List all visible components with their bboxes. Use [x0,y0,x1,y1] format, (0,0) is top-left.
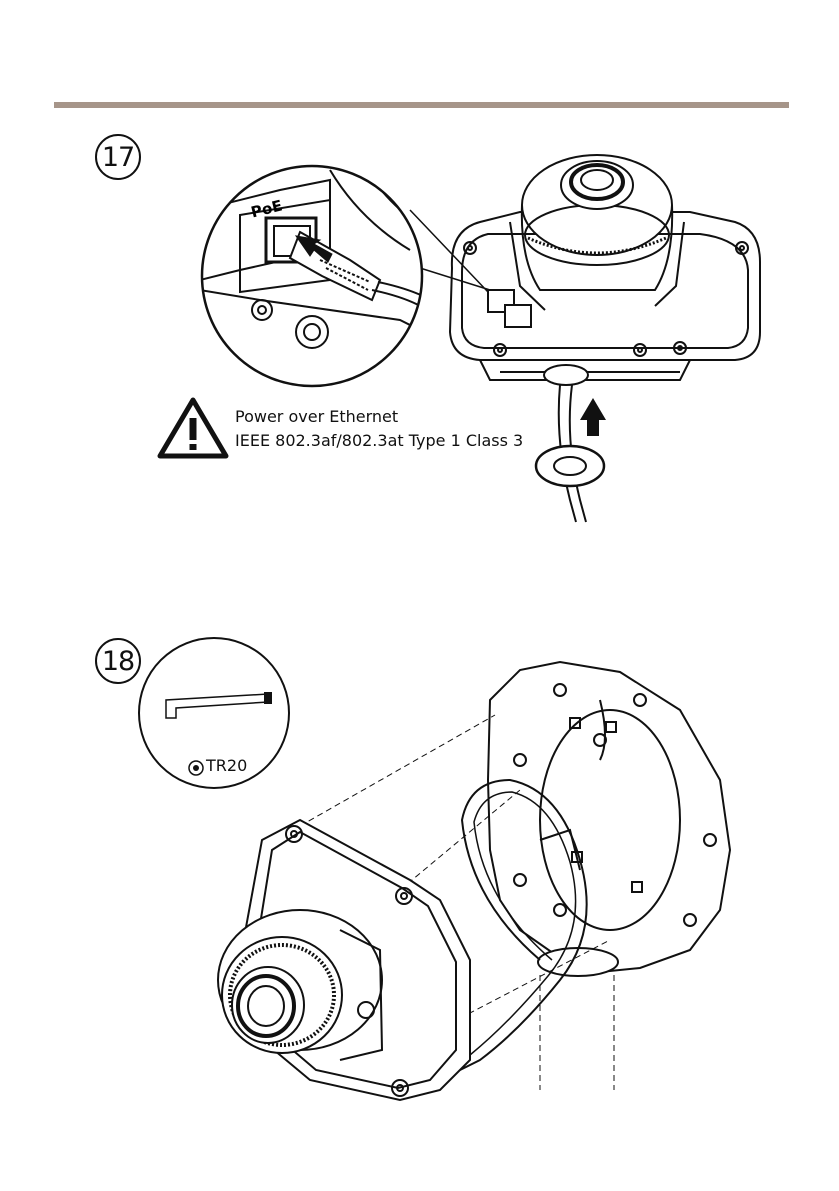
camera-unit-illustration [218,820,470,1100]
camera-base-illustration [450,155,760,522]
poe-port-inset: PoE [200,160,445,400]
warning-text-line1: Power over Ethernet [235,407,398,426]
warning-icon [160,400,226,456]
tool-label: TR20 [206,756,247,775]
warning-text-line2: IEEE 802.3af/802.3at Type 1 Class 3 [235,431,523,450]
insert-arrow-icon [580,398,606,436]
mounting-bracket-illustration [488,662,730,976]
